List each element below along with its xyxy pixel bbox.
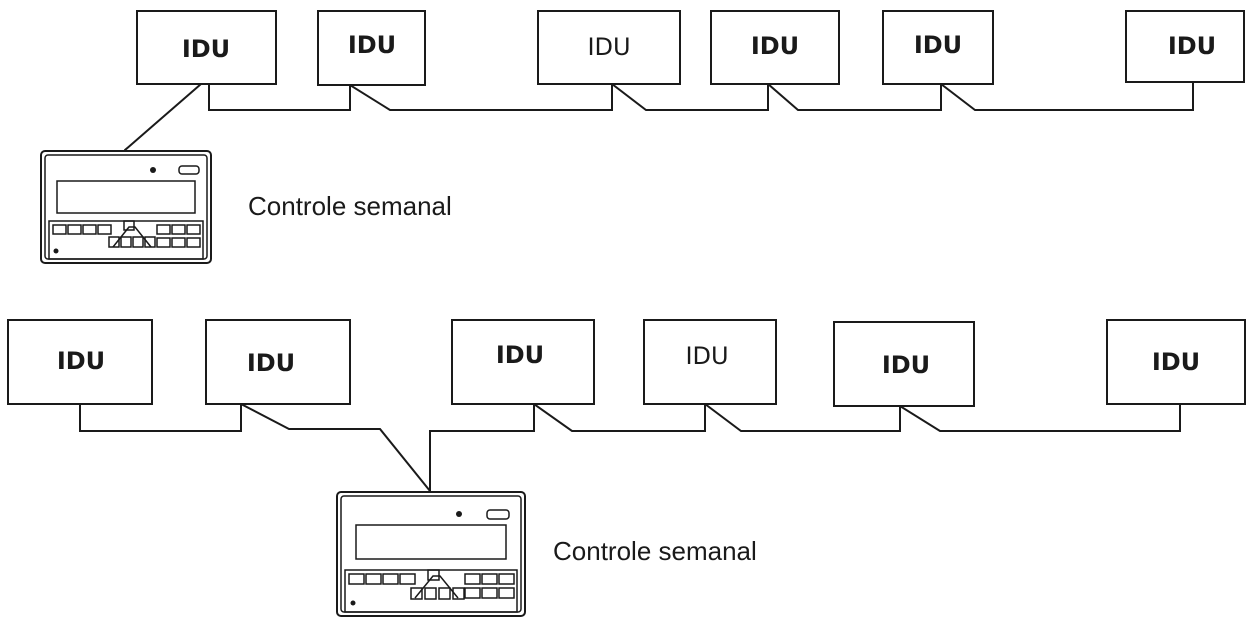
diagram-2: IDU IDU IDU IDU IDU IDU <box>7 319 1246 617</box>
diagram-1-idu-4: IDU <box>710 10 840 85</box>
controller-led-icon <box>456 511 462 517</box>
diagram-2-controller-wire <box>240 403 431 492</box>
idu-box <box>710 10 840 85</box>
diagram-1-controller-caption: Controle semanal <box>248 191 452 221</box>
diagram-2-idu-4: IDU <box>643 319 777 405</box>
controller-power-button-icon <box>486 509 510 520</box>
idu-label: IDU <box>348 31 396 59</box>
idu-box <box>643 319 777 405</box>
idu-label: IDU <box>914 31 962 59</box>
idu-label: IDU <box>587 33 630 61</box>
diagram-2-weekly-controller <box>336 491 526 617</box>
idu-box <box>136 10 277 85</box>
idu-box <box>537 10 681 85</box>
diagram-1: IDU IDU IDU IDU IDU IDU <box>40 10 1245 264</box>
idu-label: IDU <box>496 341 544 369</box>
idu-box <box>7 319 153 405</box>
idu-box <box>1106 319 1246 405</box>
idu-label: IDU <box>182 35 230 63</box>
controller-keypad-buttons <box>348 569 515 606</box>
diagram-2-idu-2: IDU <box>205 319 351 405</box>
controller-body <box>336 491 526 617</box>
diagram-2-bus-wire-left <box>79 404 242 432</box>
idu-box <box>1125 10 1245 83</box>
diagram-1-idu-5: IDU <box>882 10 994 85</box>
diagram-1-idu-1: IDU <box>136 10 277 85</box>
idu-label: IDU <box>1152 348 1200 376</box>
controller-display-screen <box>355 524 507 560</box>
idu-box <box>205 319 351 405</box>
diagram-2-idu-5: IDU <box>833 321 975 407</box>
idu-label: IDU <box>751 32 799 60</box>
controller-power-button-icon <box>178 165 200 175</box>
diagram-2-idu-6: IDU <box>1106 319 1246 405</box>
idu-box <box>882 10 994 85</box>
diagram-1-idu-3: IDU <box>537 10 681 85</box>
diagram-1-idu-2: IDU <box>317 10 426 86</box>
diagram-2-bus-wire-right <box>429 402 1181 491</box>
diagram-2-idu-1: IDU <box>7 319 153 405</box>
diagram-2-idu-3: IDU <box>451 319 595 405</box>
idu-label: IDU <box>247 349 295 377</box>
idu-label: IDU <box>882 351 930 379</box>
diagram-1-idu-6: IDU <box>1125 10 1245 83</box>
idu-box <box>317 10 426 86</box>
diagram-1-weekly-controller <box>40 150 212 264</box>
diagram-2-controller-caption: Controle semanal <box>553 536 757 566</box>
idu-label: IDU <box>1168 32 1216 60</box>
diagram-1-bus-wire <box>208 81 1194 111</box>
idu-label: IDU <box>57 347 105 375</box>
controller-keypad-buttons <box>52 220 201 254</box>
idu-label: IDU <box>685 342 728 370</box>
idu-box <box>833 321 975 407</box>
controller-body <box>40 150 212 264</box>
controller-display-screen <box>56 180 196 214</box>
idu-box <box>451 319 595 405</box>
controller-led-icon <box>150 167 156 173</box>
diagram-1-controller-wire <box>124 83 202 153</box>
